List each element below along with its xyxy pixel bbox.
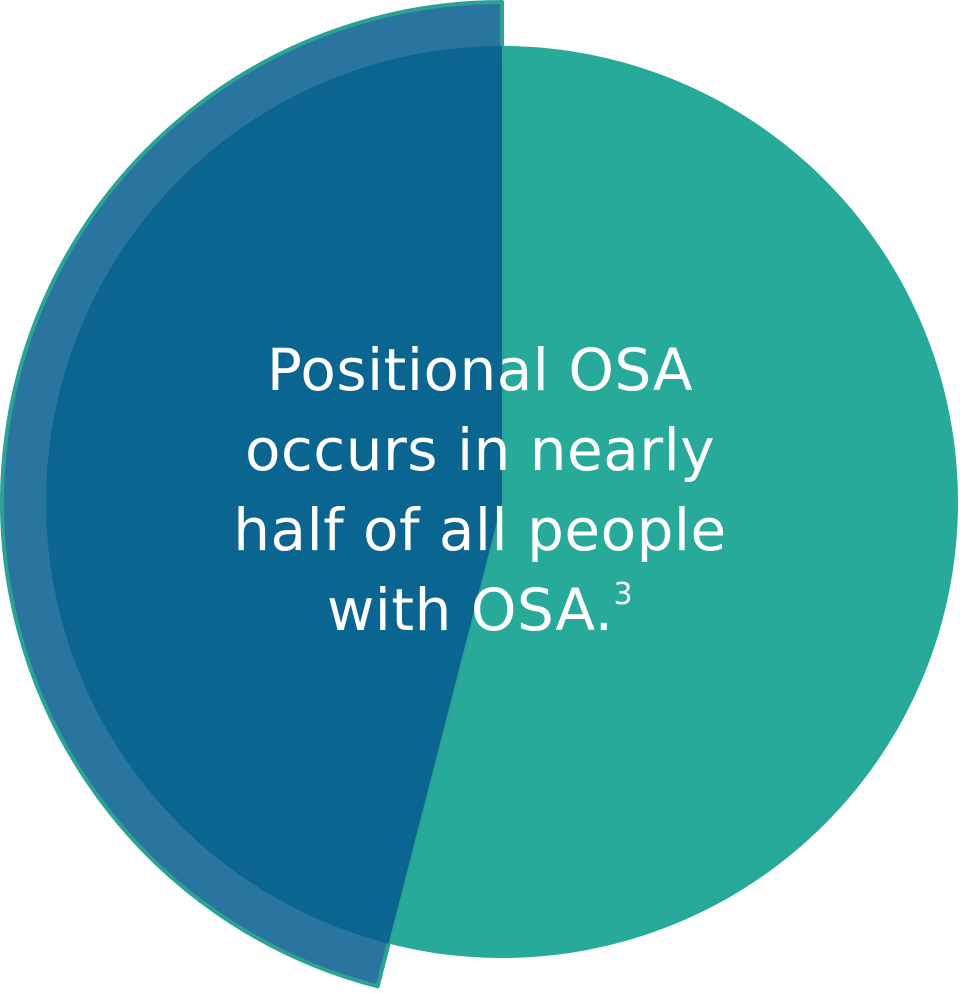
chart-annotation: Positional OSA occurs in nearly half of …: [150, 330, 810, 650]
pie-slice-1: [46, 46, 503, 944]
annotation-line-2: occurs in nearly: [244, 416, 716, 484]
pie-slice-2: [388, 46, 959, 958]
annotation-line-1: Positional OSA: [266, 336, 694, 404]
footnote-marker: 3: [613, 576, 634, 612]
annotation-line-3: half of all people: [233, 496, 727, 564]
annotation-line-4: with OSA.3: [150, 570, 810, 650]
annotation-line-4-text: with OSA.: [326, 576, 614, 644]
